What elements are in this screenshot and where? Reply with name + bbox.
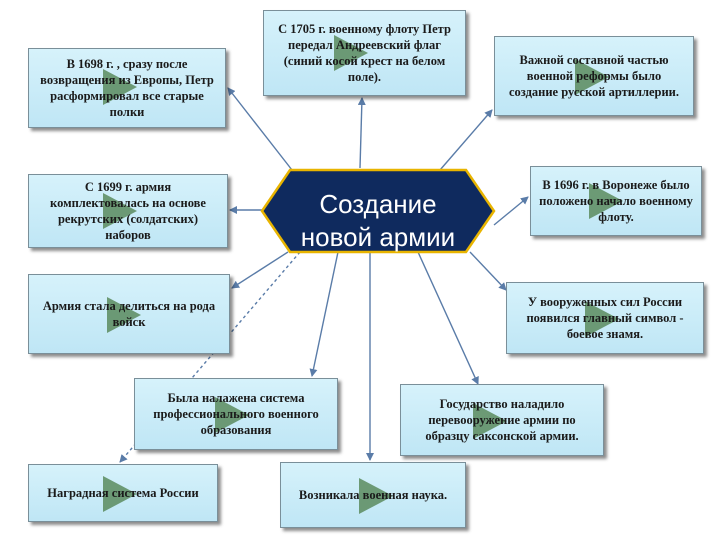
node-military-science-text: Возникала военная наука. — [298, 488, 448, 502]
node-award-system-text: Наградная система России — [47, 486, 199, 500]
connector-n9 — [417, 251, 479, 385]
center-hexagon — [260, 168, 496, 254]
node-military-science: Возникала военная наука. — [280, 462, 466, 528]
node-battle-banner-text: У вооруженных сил России появился главны… — [526, 295, 684, 341]
center-title: Создание новой армии — [300, 189, 456, 252]
node-military-education: Была налажена система профессионального … — [134, 378, 338, 450]
connector-n3 — [439, 109, 493, 171]
connector-n5 — [493, 196, 529, 226]
node-army-branches: Армия стала делиться на рода войск — [28, 274, 230, 354]
node-voronezh-fleet: В 1696 г. в Воронеже было положено начал… — [530, 166, 702, 236]
node-military-education-text: Была налажена система профессионального … — [153, 391, 319, 437]
node-army-branches-text: Армия стала делиться на рода войск — [42, 299, 216, 329]
node-disband-regiments-text: В 1698 г. , сразу после возвращения из Е… — [40, 57, 214, 119]
connector-n6 — [231, 251, 289, 289]
node-artillery: Важной составной частью военной реформы … — [494, 36, 694, 116]
node-recruitment-text: С 1699 г. армия комплектовалась на основ… — [50, 180, 206, 242]
node-andreevsky-flag-text: С 1705 г. военному флоту Петр передал Ан… — [278, 22, 451, 84]
node-andreevsky-flag: С 1705 г. военному флоту Петр передал Ан… — [263, 10, 466, 96]
node-rearmament-text: Государство наладило перевооружение арми… — [425, 397, 579, 443]
connector-n7 — [469, 251, 507, 291]
node-award-system: Наградная система России — [28, 464, 218, 522]
node-voronezh-fleet-text: В 1696 г. в Воронеже было положено начал… — [539, 178, 693, 224]
node-disband-regiments: В 1698 г. , сразу после возвращения из Е… — [28, 48, 226, 128]
connector-n1 — [227, 87, 293, 171]
connector-n2 — [357, 97, 366, 169]
connector-n8 — [309, 251, 339, 377]
node-battle-banner: У вооруженных сил России появился главны… — [506, 282, 704, 354]
node-rearmament: Государство наладило перевооружение арми… — [400, 384, 604, 456]
node-artillery-text: Важной составной частью военной реформы … — [508, 53, 680, 99]
node-recruitment: С 1699 г. армия комплектовалась на основ… — [28, 174, 228, 248]
